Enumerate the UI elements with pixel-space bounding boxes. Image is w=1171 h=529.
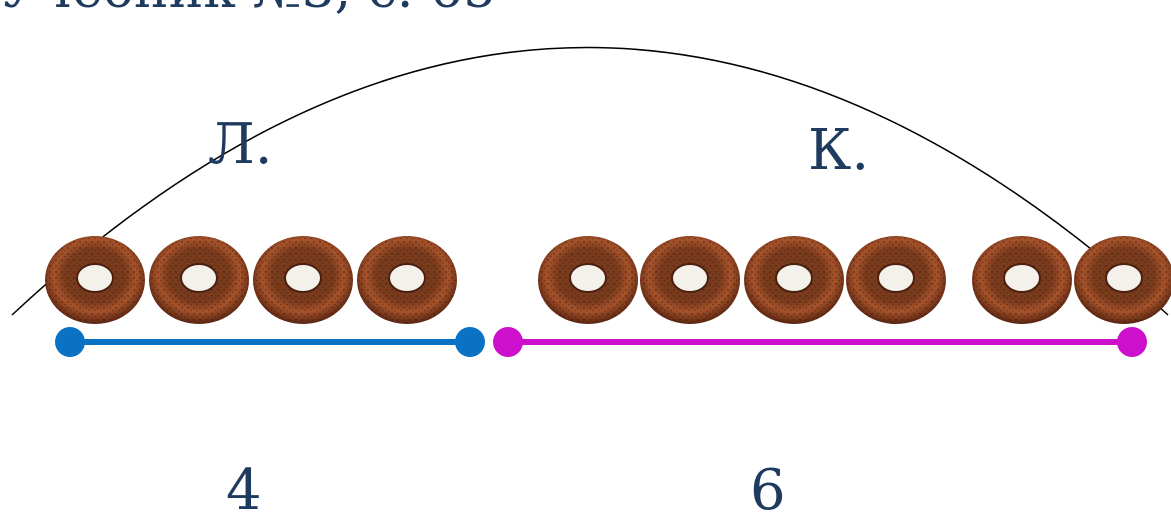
left-segment-end-point: [455, 327, 485, 357]
bagel-icon: [45, 236, 145, 324]
label-right: К.: [808, 118, 870, 183]
bagel-icon: [253, 236, 353, 324]
label-left: Л.: [208, 112, 273, 177]
bagel-icon: [538, 236, 638, 324]
bagel-icon: [744, 236, 844, 324]
right-segment-end-point: [1117, 327, 1147, 357]
bagel-icon: [357, 236, 457, 324]
whole-arc: [11, 46, 1169, 316]
page-title: Учебник №3, с. 65: [0, 0, 496, 20]
bagel-icon: [1074, 236, 1171, 324]
bagel-icon: [846, 236, 946, 324]
bagel-icon: [972, 236, 1072, 324]
count-right: 6: [750, 458, 786, 523]
bagels-group: [45, 236, 1171, 324]
right-segment-start-point: [493, 327, 523, 357]
bagel-icon: [149, 236, 249, 324]
bagel-icon: [640, 236, 740, 324]
left-segment-start-point: [55, 327, 85, 357]
count-left: 4: [226, 458, 262, 523]
